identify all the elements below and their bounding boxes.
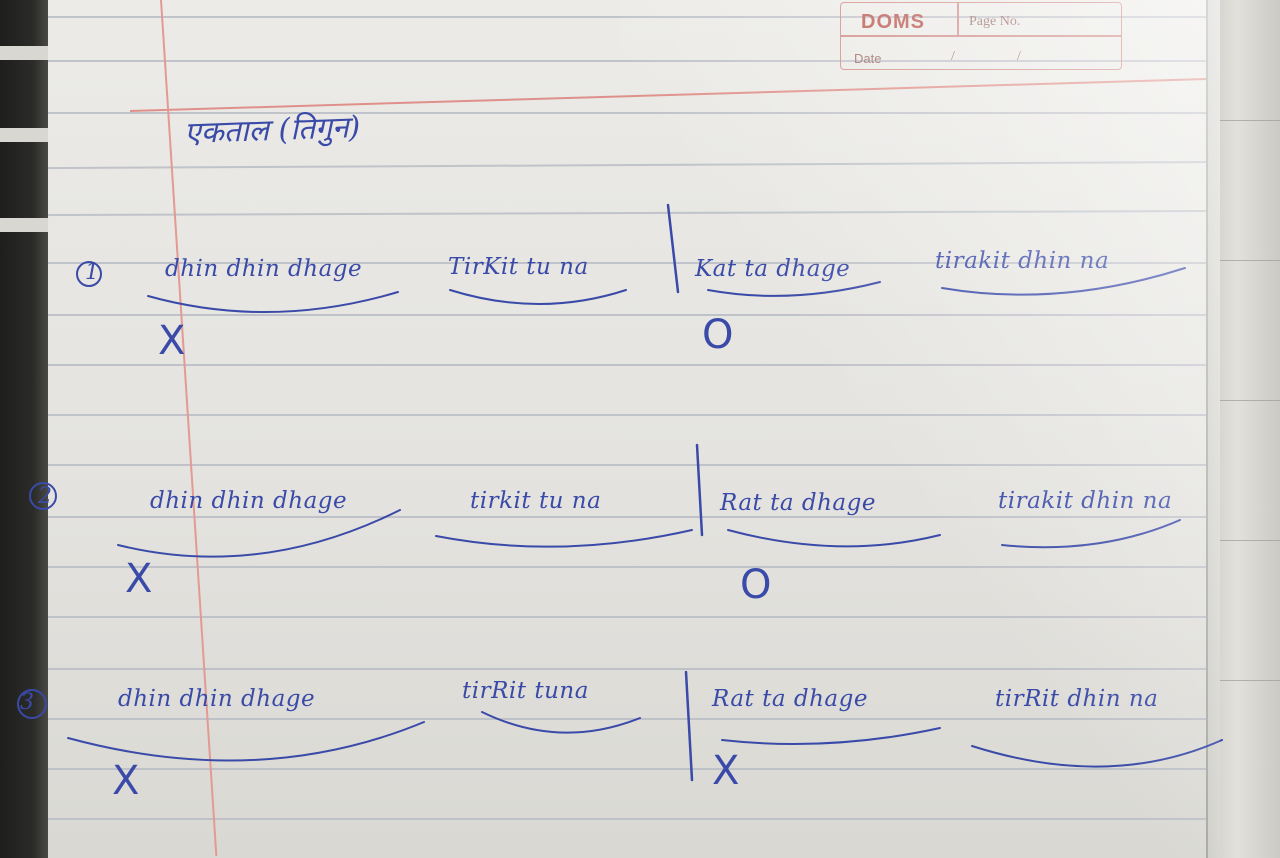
- vibhag-text: dhin dhin dhage: [150, 488, 348, 514]
- vibhag-text: tirkit tu na: [470, 488, 602, 514]
- vibhag-arc: [707, 281, 881, 297]
- vibhag-arc: [721, 727, 941, 745]
- vibhag-arc: [117, 509, 401, 558]
- row-number: 3: [20, 690, 34, 715]
- vibhag-text: TirKit tu na: [448, 254, 589, 280]
- row-number: 1: [85, 260, 99, 285]
- vibhag-arc: [481, 711, 641, 734]
- vibhag-text: dhin dhin dhage: [165, 256, 363, 282]
- vibhag-arc: [67, 721, 425, 762]
- sam-mark: X: [158, 318, 186, 364]
- vibhag-divider: [684, 670, 694, 782]
- vibhag-divider: [666, 203, 680, 294]
- sam-mark: X: [112, 758, 140, 804]
- sam-mark: X: [125, 556, 153, 602]
- row-number: 2: [38, 484, 52, 509]
- vibhag-arc: [727, 529, 941, 548]
- vibhag-arc: [941, 267, 1186, 296]
- row-number-circle: [76, 261, 102, 287]
- vibhag-text: tirRit tuna: [462, 678, 589, 704]
- vibhag-divider: [695, 443, 704, 537]
- row-number-circle: [17, 689, 47, 719]
- vibhag-arc: [435, 529, 693, 548]
- vibhag-arc: [971, 739, 1223, 768]
- vibhag-text: dhin dhin dhage: [118, 686, 316, 712]
- vibhag-arc: [147, 291, 399, 314]
- row-number-circle: [29, 482, 57, 510]
- vibhag-arc: [449, 289, 627, 305]
- vibhag-arc: [1001, 519, 1181, 549]
